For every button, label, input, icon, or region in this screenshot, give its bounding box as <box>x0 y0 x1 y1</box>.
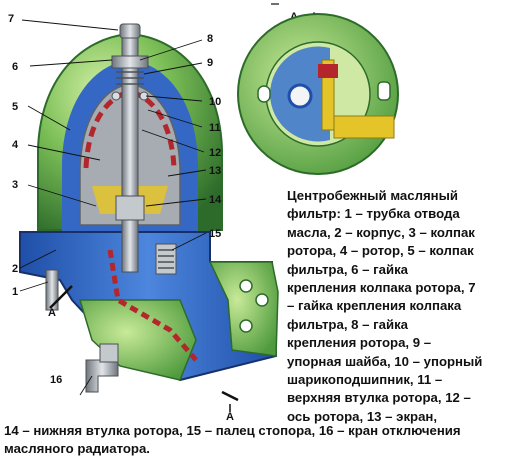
label-16: 16 <box>50 374 62 386</box>
leader-lines <box>19 19 207 396</box>
caption-line: ось ротора, 13 – экран, <box>287 408 438 424</box>
label-4: 4 <box>12 139 19 151</box>
label-2: 2 <box>12 263 18 275</box>
label-12: 12 <box>209 147 221 159</box>
label-9: 9 <box>207 57 213 69</box>
section-mark-right: А <box>226 411 234 423</box>
label-3: 3 <box>12 179 18 191</box>
section-a-a: А – А <box>237 3 399 175</box>
part-labels: 7 8 9 6 10 5 11 4 12 13 3 14 15 2 1 16 <box>8 13 222 386</box>
label-5: 5 <box>12 101 18 113</box>
label-15: 15 <box>209 228 221 240</box>
label-6: 6 <box>12 61 18 73</box>
caption-line: фильтр: 1 – трубка отвода <box>287 206 460 222</box>
label-7: 7 <box>8 13 14 25</box>
label-10: 10 <box>209 96 221 108</box>
caption-line: упорная шайба, 10 – упорный <box>287 353 483 369</box>
caption-line: фильтра, 8 – гайка <box>287 316 409 332</box>
label-13: 13 <box>209 165 221 177</box>
caption-line: крепления колпака ротора, 7 <box>287 280 476 296</box>
caption-line: шарикоподшипник, 11 – <box>287 372 443 388</box>
filter-cross-section <box>19 23 279 393</box>
caption-bottom: 14 – нижняя втулка ротора, 15 – палец ст… <box>4 422 520 459</box>
caption-line: крепления ротора, 9 – <box>287 335 432 351</box>
caption-line: фильтра, 6 – гайка <box>287 261 409 277</box>
caption-line: масла, 2 – корпус, 3 – колпак <box>287 224 475 240</box>
caption-line: – гайка крепления колпака <box>287 298 462 314</box>
caption-line: ротора, 4 – ротор, 5 – колпак <box>287 243 474 259</box>
caption-line: Центробежный масляный <box>287 188 458 203</box>
caption-line: верхняя втулка ротора, 12 – <box>287 390 471 406</box>
caption-line: масляного радиатора. <box>4 441 150 457</box>
section-mark-left: А <box>48 307 56 319</box>
label-1: 1 <box>12 286 18 298</box>
caption-right: Центробежный масляный фильтр: 1 – трубка… <box>287 187 519 426</box>
label-11: 11 <box>209 122 221 134</box>
label-8: 8 <box>207 33 213 45</box>
section-cut-marks: А А <box>48 285 239 423</box>
label-14: 14 <box>209 194 222 206</box>
caption-line: 14 – нижняя втулка ротора, 15 – палец ст… <box>4 423 461 438</box>
